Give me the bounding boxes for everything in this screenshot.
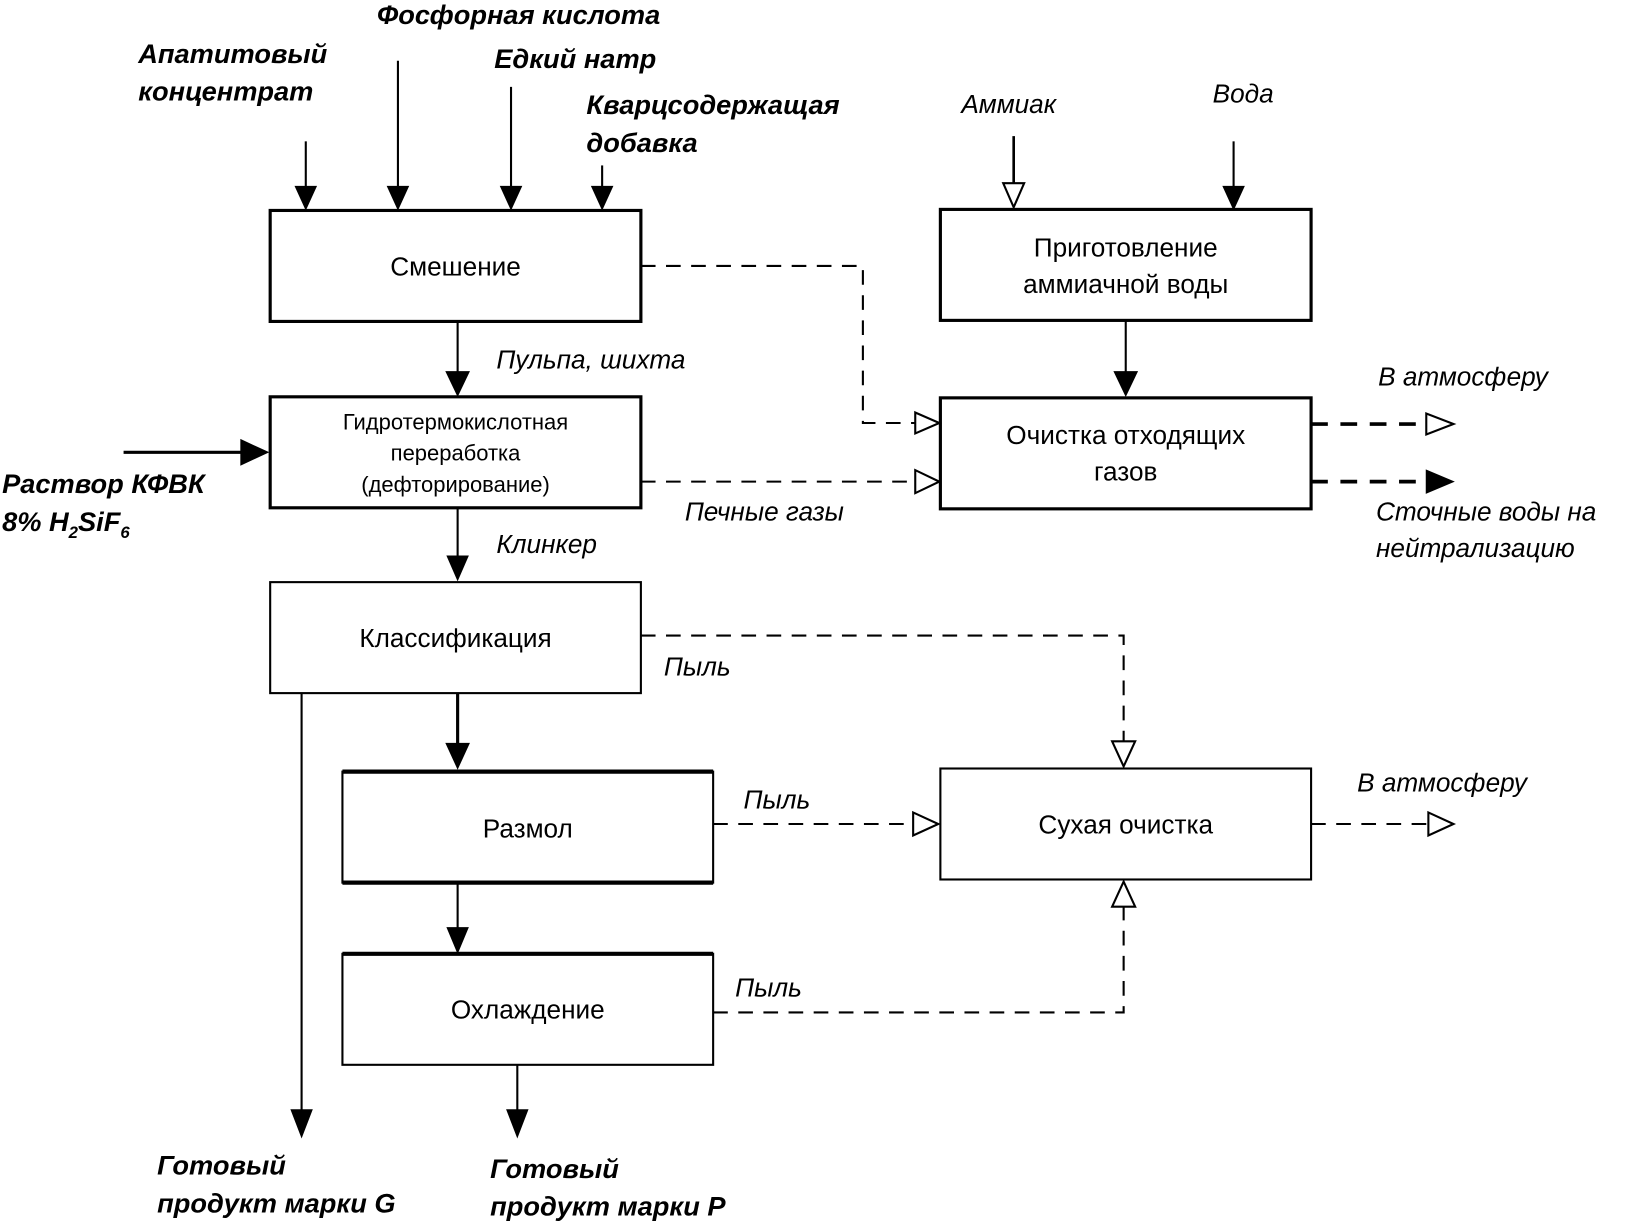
dashed-mixing-to-gas-cleaning xyxy=(640,264,916,425)
arrow-cooling-head xyxy=(446,927,469,955)
arrow-dry-atmosphere-head xyxy=(1427,810,1457,838)
product-p-line-2: продукт марки P xyxy=(490,1191,726,1222)
kfvk-line-1: Раствор КФВК xyxy=(2,468,207,499)
box-cooling-label: Охлаждение xyxy=(451,995,605,1025)
product-g-line-2: продукт марки G xyxy=(157,1187,395,1218)
flow-dust-grinding-label: Пыль xyxy=(744,784,811,814)
arrow-clinker-head xyxy=(446,555,469,582)
box-cooling[interactable]: Охлаждение xyxy=(341,951,715,1066)
ammonia-water-line-1: Приготовление xyxy=(1034,233,1218,263)
arrow-classification-dust-head xyxy=(1110,740,1137,769)
kfvk-line-2: 8% H2SiF6 xyxy=(2,506,130,542)
box-classification[interactable]: Классификация xyxy=(269,581,642,695)
output-product-g-label: Готовый продукт марки G xyxy=(157,1150,395,1219)
arrow-gas-atmosphere-head xyxy=(1425,412,1457,437)
arrow-water-head xyxy=(1222,185,1245,211)
box-ammonia-water[interactable]: Приготовление аммиачной воды xyxy=(938,207,1313,322)
arrow-ammonia-head xyxy=(1001,182,1026,210)
arrow-phosphoric-head xyxy=(386,185,410,211)
arrow-ammonia-water-head xyxy=(1113,371,1139,397)
arrow-grinding-dust-head xyxy=(912,810,941,838)
hydrothermal-line-2: переработка xyxy=(391,441,521,466)
box-dry-cleaning-label: Сухая очистка xyxy=(1038,809,1213,839)
product-p-line-1: Готовый xyxy=(490,1153,619,1184)
product-g-line-1: Готовый xyxy=(157,1150,286,1181)
input-ammonia-label: Аммиак xyxy=(959,89,1057,119)
input-caustic-soda-label: Едкий натр xyxy=(494,43,656,74)
flow-atmosphere-2-label: В атмосферу xyxy=(1357,768,1529,798)
box-mixing-label: Смешение xyxy=(390,251,521,281)
box-gas-cleaning[interactable]: Очистка отходящих газов xyxy=(938,396,1313,511)
hydrothermal-line-1: Гидротермокислотная xyxy=(343,409,568,434)
gas-cleaning-line-1: Очистка отходящих xyxy=(1006,420,1245,450)
box-dry-cleaning[interactable]: Сухая очистка xyxy=(939,767,1313,881)
flow-wastewater-label: Сточные воды на нейтрализацию xyxy=(1376,496,1596,563)
hydrothermal-line-3: (дефторирование) xyxy=(361,472,550,497)
input-quartz-label: Кварцсодержащая добавка xyxy=(586,89,839,158)
quartz-line-1: Кварцсодержащая xyxy=(586,89,839,120)
box-grinding[interactable]: Размол xyxy=(341,769,715,885)
input-arrows-mixing xyxy=(294,60,614,211)
arrow-caustic-head xyxy=(499,185,523,211)
input-apatite-label: Апатитовый концентрат xyxy=(137,38,327,107)
arrow-product-g-head xyxy=(290,1109,313,1139)
arrow-wastewater-head xyxy=(1425,469,1455,494)
box-mixing[interactable]: Смешение xyxy=(268,208,643,324)
input-water-label: Вода xyxy=(1213,79,1274,109)
arrow-kfvk-head xyxy=(240,438,270,466)
arrow-apatite-head xyxy=(294,185,318,211)
arrow-product-p-head xyxy=(506,1109,529,1139)
wastewater-line-2: нейтрализацию xyxy=(1376,533,1575,563)
box-hydrothermal[interactable]: Гидротермокислотная переработка (дефтори… xyxy=(268,395,643,510)
output-product-p-label: Готовый продукт марки P xyxy=(490,1153,726,1222)
flow-dust-cooling-label: Пыль xyxy=(735,973,802,1003)
flow-dust-classification-label: Пыль xyxy=(664,651,731,681)
arrow-quartz-head xyxy=(590,185,614,211)
apatite-line-1: Апатитовый xyxy=(137,38,327,69)
flow-pulp-label: Пульпа, шихта xyxy=(496,345,685,375)
dashed-cooling-dust xyxy=(713,906,1125,1014)
gas-cleaning-line-2: газов xyxy=(1094,457,1157,487)
arrow-cooling-dust-head xyxy=(1110,879,1137,908)
quartz-line-2: добавка xyxy=(586,127,697,158)
flow-clinker-label: Клинкер xyxy=(496,529,597,559)
ammonia-water-line-2: аммиачной воды xyxy=(1023,269,1228,299)
arrow-furnace-gases-head xyxy=(914,468,942,495)
arrow-grinding-head xyxy=(445,742,470,770)
wastewater-line-1: Сточные воды на xyxy=(1376,496,1596,526)
apatite-line-2: концентрат xyxy=(138,76,313,107)
arrow-mixing-gas-head xyxy=(914,410,942,436)
box-classification-label: Классификация xyxy=(359,623,551,653)
dashed-classification-dust xyxy=(640,634,1125,742)
flow-atmosphere-1-label: В атмосферу xyxy=(1378,361,1550,391)
input-kfvk-label: Раствор КФВК 8% H2SiF6 xyxy=(2,468,207,542)
box-grinding-label: Размол xyxy=(483,814,573,844)
input-phosphoric-acid-label: Фосфорная кислота xyxy=(377,0,660,30)
arrow-pulp-head xyxy=(445,371,470,397)
flow-furnace-gases-label: Печные газы xyxy=(685,496,844,526)
